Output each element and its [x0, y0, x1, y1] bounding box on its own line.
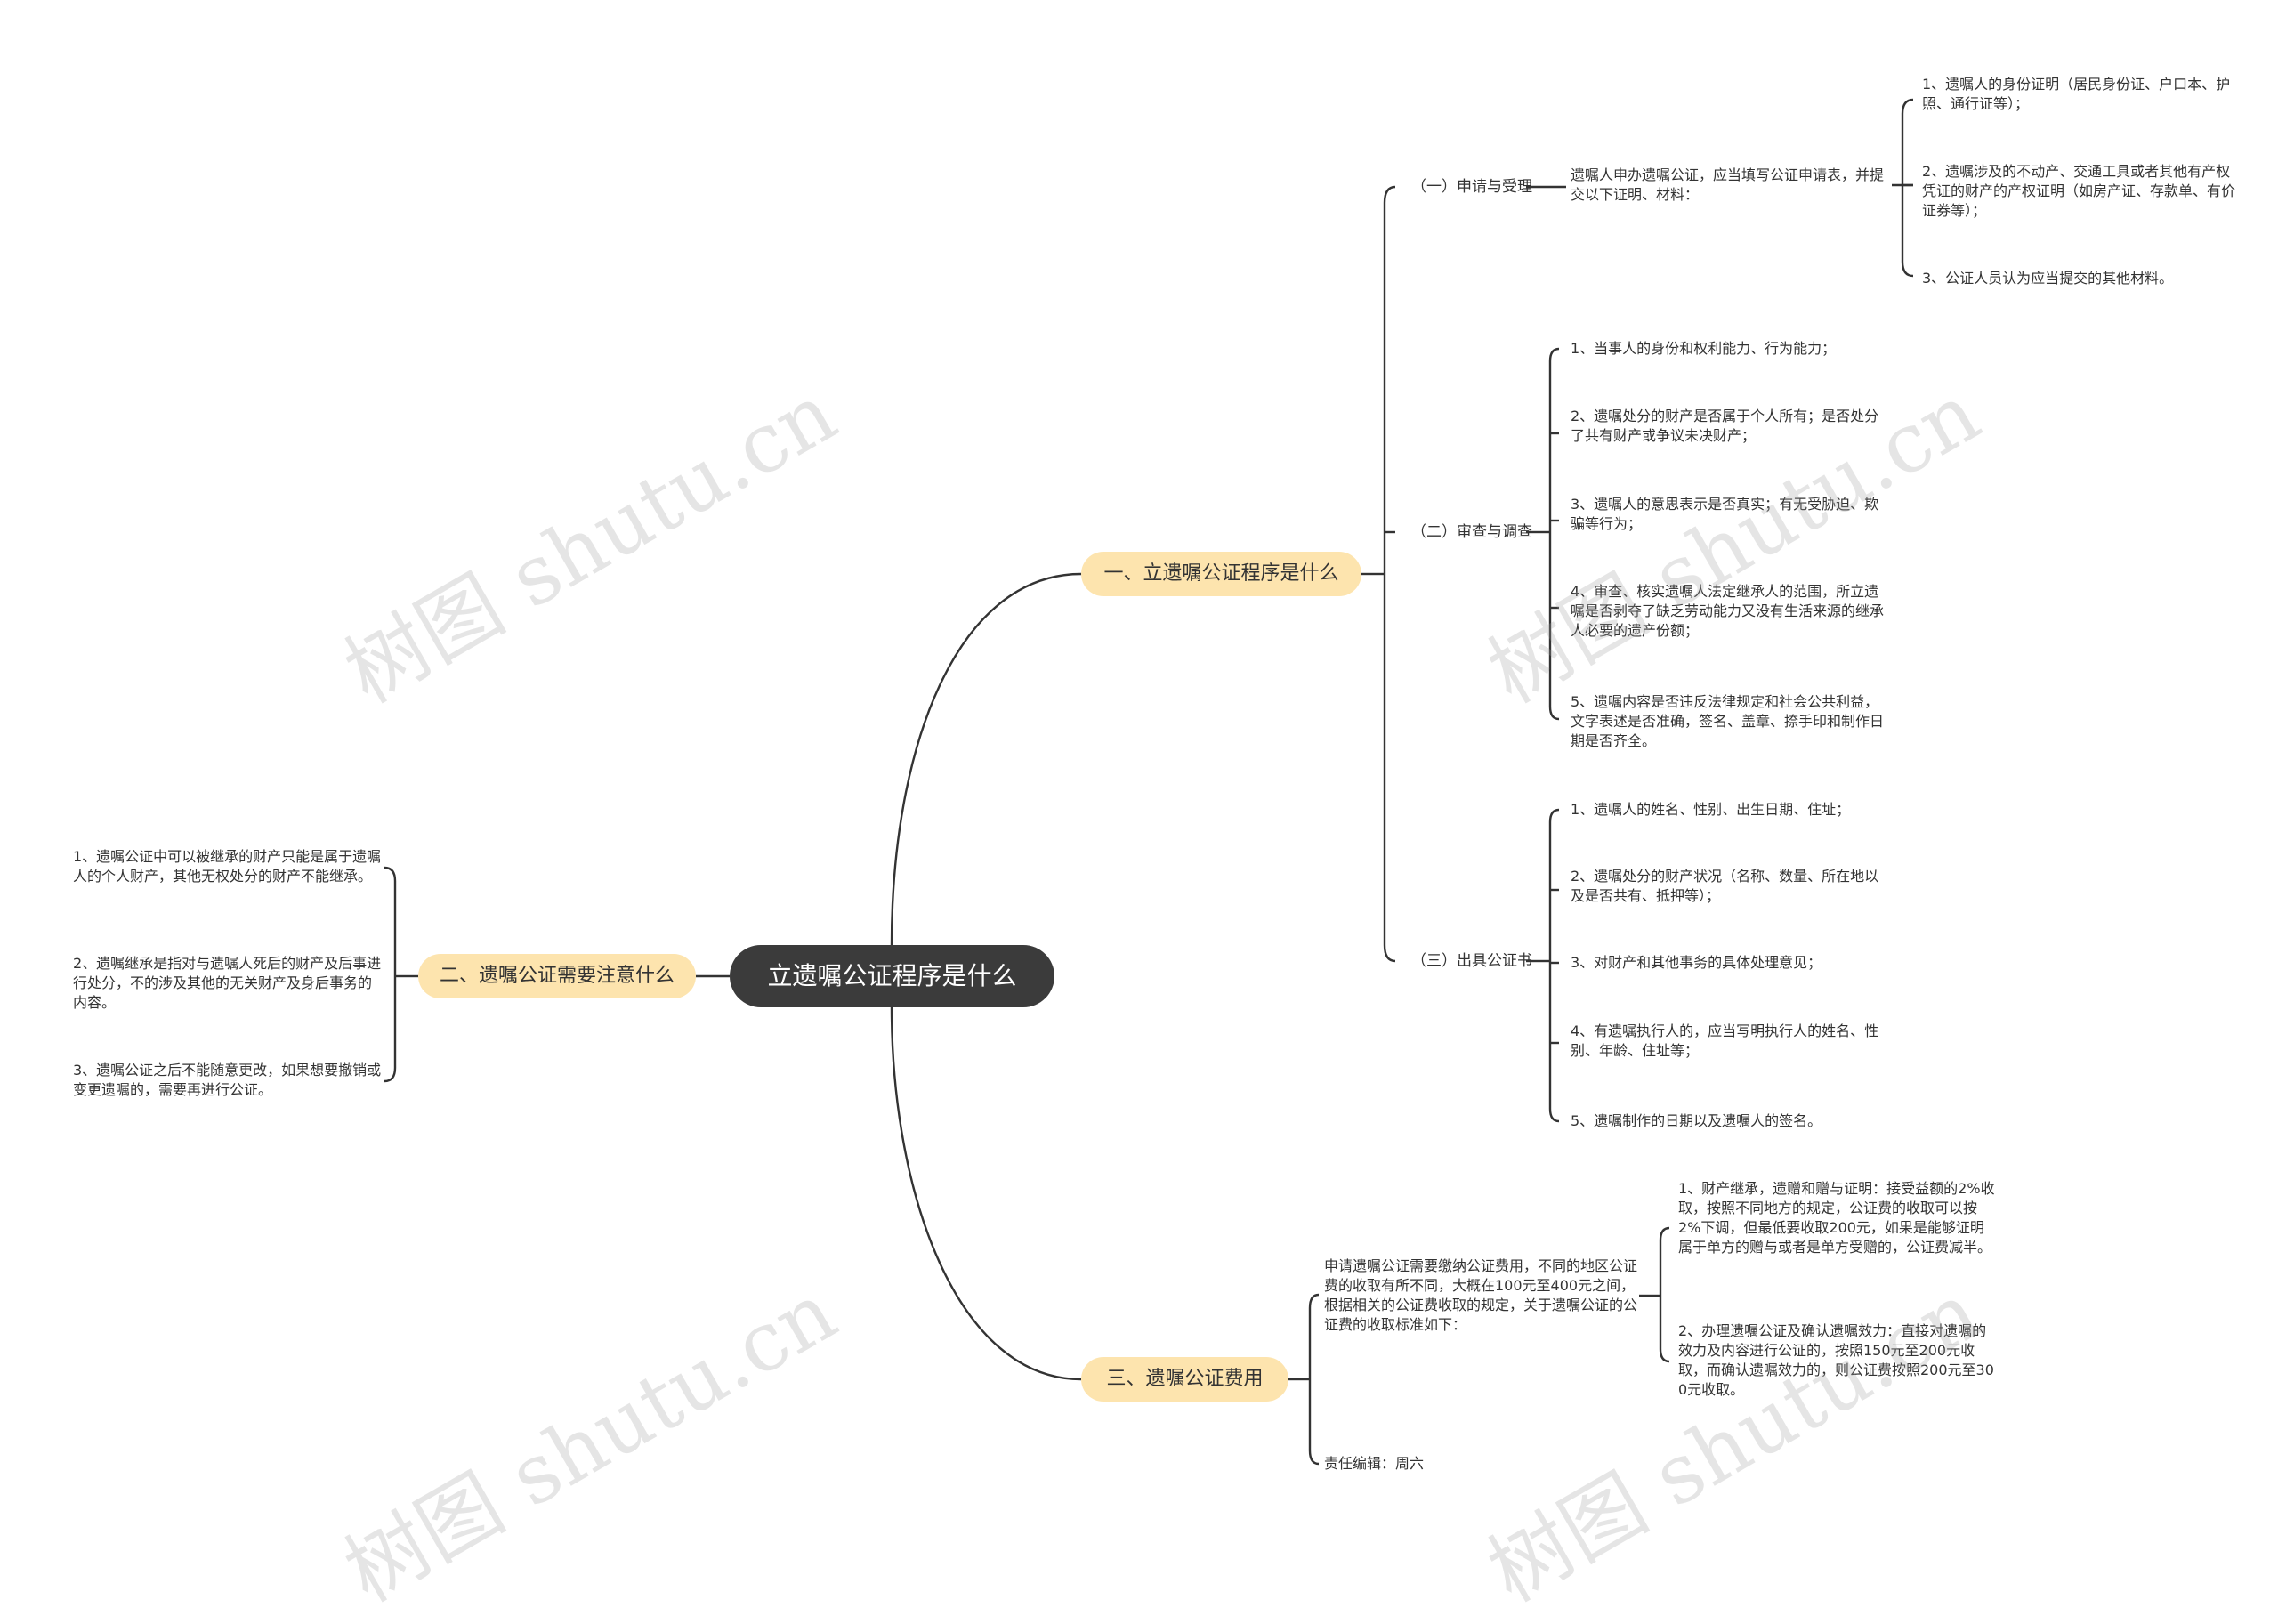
review-item-5[interactable]: 5、遗嘱内容是否违反法律规定和社会公共利益，文字表述是否准确，签名、盖章、捺手印…: [1571, 693, 1885, 749]
branch-procedure[interactable]: 一、立遗嘱公证程序是什么: [1081, 552, 1361, 596]
review-item-3[interactable]: 3、遗嘱人的意思表示是否真实；有无受胁迫、欺骗等行为；: [1571, 496, 1879, 532]
connector-lines: [384, 98, 1914, 1466]
certificate-item-1[interactable]: 1、遗嘱人的姓名、性别、出生日期、住址；: [1571, 801, 1851, 818]
certificate-item-5[interactable]: 5、遗嘱制作的日期以及遗嘱人的签名。: [1571, 1112, 1822, 1129]
application-description[interactable]: 遗嘱人申办遗嘱公证，应当填写公证申请表，并提交以下证明、材料：: [1571, 166, 1885, 203]
bracket-s2: [1548, 347, 1560, 721]
branch-fees[interactable]: 三、遗嘱公证费用: [1081, 1357, 1288, 1402]
bracket-branch2: [384, 866, 397, 1083]
root-topic[interactable]: 立遗嘱公证程序是什么: [730, 945, 1054, 1007]
link-root-branch1: [890, 572, 1082, 946]
fees-description[interactable]: 申请遗嘱公证需要缴纳公证费用，不同的地区公证费的收取有所不同，大概在100元至4…: [1324, 1257, 1638, 1333]
bracket-s3: [1548, 808, 1560, 1123]
link-root-branch3: [890, 1006, 1082, 1381]
review-item-1[interactable]: 1、当事人的身份和权利能力、行为能力；: [1571, 340, 1837, 357]
editor-credit[interactable]: 责任编辑：周六: [1324, 1455, 1425, 1472]
subtopic-application[interactable]: （一）申请与受理: [1411, 178, 1532, 196]
precaution-item-2[interactable]: 2、遗嘱继承是指对与遗嘱人死后的财产及后事进行处分，不的涉及其他的无关财产及身后…: [73, 955, 382, 1011]
application-item-1[interactable]: 1、遗嘱人的身份证明（居民身份证、户口本、护照、通行证等）；: [1922, 76, 2231, 112]
fees-item-2[interactable]: 2、办理遗嘱公证及确认遗嘱效力：直接对遗嘱的效力及内容进行公证的，按照150元至…: [1678, 1322, 1994, 1398]
review-item-4[interactable]: 4、审查、核实遗嘱人法定继承人的范围，所立遗嘱是否剥夺了缺乏劳动能力又没有生活来…: [1571, 583, 1885, 639]
review-item-2[interactable]: 2、遗嘱处分的财产是否属于个人所有；是否处分了共有财产或争议未决财产；: [1571, 408, 1879, 444]
bracket-branch3: [1308, 1293, 1320, 1466]
subtopic-certificate[interactable]: （三）出具公证书: [1411, 952, 1532, 970]
fees-item-1[interactable]: 1、财产继承，遗赠和赠与证明：接受益额的2%收取，按照不同地方的规定，公证费的收…: [1678, 1180, 1995, 1256]
certificate-item-4[interactable]: 4、有遗嘱执行人的，应当写明执行人的姓名、性别、年龄、住址等；: [1571, 1022, 1879, 1059]
application-item-3[interactable]: 3、公证人员认为应当提交的其他材料。: [1922, 270, 2174, 287]
certificate-item-3[interactable]: 3、对财产和其他事务的具体处理意见；: [1571, 954, 1822, 971]
branch-precautions[interactable]: 二、遗嘱公证需要注意什么: [418, 954, 696, 998]
bracket-branch3-desc: [1659, 1226, 1670, 1363]
precaution-item-1[interactable]: 1、遗嘱公证中可以被继承的财产只能是属于遗嘱人的个人财产，其他无权处分的财产不能…: [73, 848, 382, 885]
subtopic-review[interactable]: （二）审查与调查: [1411, 523, 1532, 541]
precaution-item-3[interactable]: 3、遗嘱公证之后不能随意更改，如果想要撤销或变更遗嘱的，需要再进行公证。: [73, 1062, 382, 1098]
application-item-2[interactable]: 2、遗嘱涉及的不动产、交通工具或者其他有产权凭证的财产的产权证明（如房产证、存款…: [1922, 163, 2236, 219]
certificate-item-2[interactable]: 2、遗嘱处分的财产状况（名称、数量、所在地以及是否共有、抵押等）；: [1571, 868, 1879, 904]
bracket-branch1: [1383, 185, 1396, 963]
